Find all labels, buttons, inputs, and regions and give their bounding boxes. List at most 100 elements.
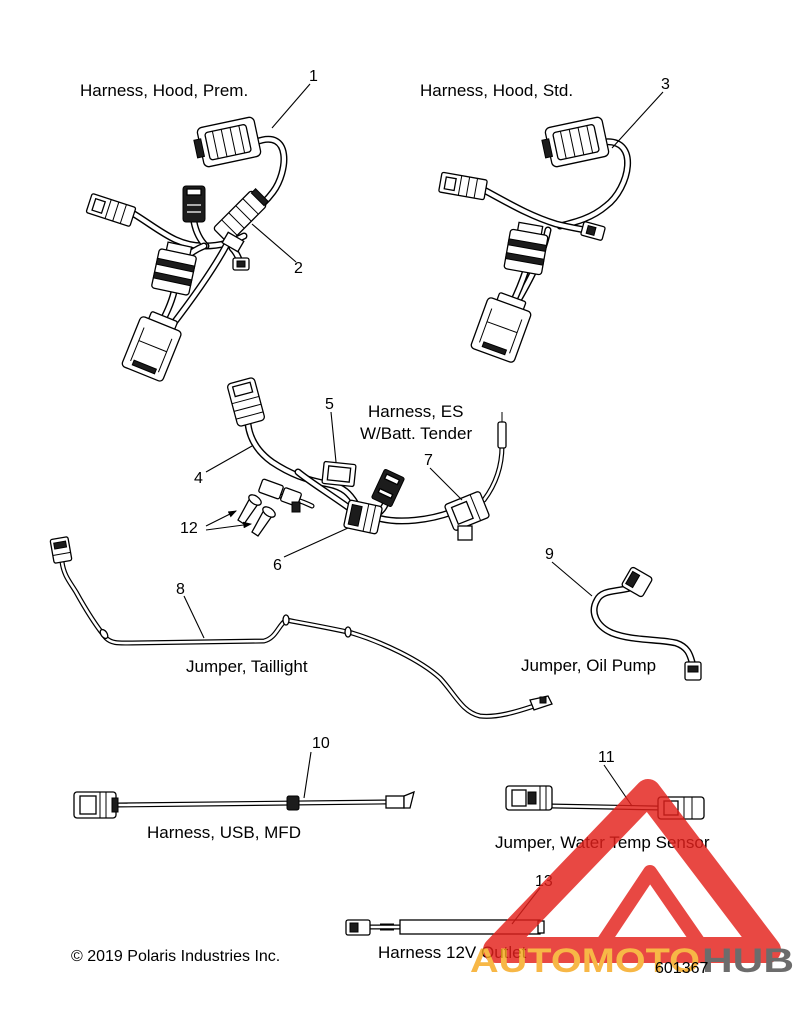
connector-seal xyxy=(481,341,508,356)
watermark-text-hub: HUB xyxy=(702,942,794,980)
connector-12v xyxy=(345,919,371,936)
connector-usb-right xyxy=(385,790,415,809)
connector-oil-pump-top xyxy=(621,566,653,598)
callout-5: 5 xyxy=(325,396,334,413)
wire-core xyxy=(592,585,695,665)
connector-band xyxy=(152,271,193,287)
connector-ribs xyxy=(457,175,479,199)
connector-oil-pump-bottom xyxy=(684,661,702,681)
connector-body xyxy=(151,248,197,296)
connector-taillight-end xyxy=(49,536,73,564)
connector-latch xyxy=(91,197,107,215)
connector-ribs xyxy=(211,125,246,159)
bolt-head xyxy=(248,494,262,506)
connector-tip xyxy=(403,790,415,809)
connector-body xyxy=(258,478,284,500)
copyright-notice: © 2019 Polaris Industries Inc. xyxy=(71,948,280,965)
connector-ribs xyxy=(104,199,127,224)
connector-detail xyxy=(130,327,173,373)
connector-item-2 xyxy=(213,188,269,244)
bolts-item-12 xyxy=(237,494,276,537)
watermark-triangle-inner xyxy=(592,865,710,954)
callout-8: 8 xyxy=(176,581,185,598)
harness-hood-std-drawing xyxy=(438,116,632,363)
automotohub-watermark: AUTOMOTO HUB xyxy=(470,779,794,980)
splice xyxy=(282,614,290,626)
connector-ribs xyxy=(231,395,264,420)
label-jumper-oil-pump: Jumper, Oil Pump xyxy=(521,656,656,675)
connector-hood-std-bottom xyxy=(470,292,532,363)
wire-core xyxy=(60,560,536,718)
connector-hood-std-left xyxy=(438,171,488,201)
connector-ribs xyxy=(99,792,107,818)
connector-latch xyxy=(193,138,206,159)
connector-item-7 xyxy=(444,491,490,531)
connector-detail xyxy=(478,308,523,354)
jumper-taillight-drawing xyxy=(49,536,553,719)
wire xyxy=(590,584,696,666)
label-batt-tender: W/Batt. Tender xyxy=(360,424,472,443)
connector-insert xyxy=(625,570,641,589)
fuse-holder-tab xyxy=(457,525,473,541)
grommet xyxy=(286,795,300,811)
figure-number: 601367 xyxy=(655,960,708,977)
connector-ribs xyxy=(362,503,377,533)
connector-water-temp-left xyxy=(505,785,553,811)
wire-core xyxy=(167,243,229,331)
leader-2 xyxy=(251,223,297,263)
connector-face xyxy=(79,795,97,815)
connector-insert xyxy=(349,922,359,933)
label-harness-hood-std: Harness, Hood, Std. xyxy=(420,81,573,100)
label-harness-usb-mfd: Harness, USB, MFD xyxy=(147,823,301,842)
connector-hood-prem-main xyxy=(193,116,262,168)
connector-insert xyxy=(236,260,246,268)
callout-9: 9 xyxy=(545,546,554,563)
connector-face xyxy=(450,500,474,526)
connector-top xyxy=(186,188,202,196)
connector-clip xyxy=(383,473,401,486)
connector-band xyxy=(504,252,545,266)
connector-insert xyxy=(347,503,363,527)
connector-small-right xyxy=(232,257,250,271)
connector-latch xyxy=(541,138,554,159)
connector-cap xyxy=(250,188,269,207)
connector-insert xyxy=(527,791,537,805)
connector-ribs xyxy=(539,786,547,810)
connector-band xyxy=(155,257,196,273)
connector-seal xyxy=(131,359,158,375)
connector-taillight-far xyxy=(529,695,553,711)
connector-es-black xyxy=(371,469,405,507)
leader-12a xyxy=(205,510,237,527)
connector-body xyxy=(385,795,405,809)
splice xyxy=(344,626,352,638)
connector-insert xyxy=(53,540,68,550)
connector-hood-prem-bottom xyxy=(121,311,182,382)
connector-es-left-pair xyxy=(258,478,302,513)
wire xyxy=(59,559,537,719)
connector-body xyxy=(621,566,653,598)
connector-face xyxy=(511,789,527,807)
connector-hood-std-mid xyxy=(503,221,549,276)
leader-8 xyxy=(183,595,205,639)
connector-clip xyxy=(377,487,394,500)
leader-9 xyxy=(551,561,593,597)
callout-2: 2 xyxy=(294,260,303,277)
leader-4 xyxy=(205,445,253,473)
connector-body xyxy=(503,228,549,276)
wire-core xyxy=(375,509,455,523)
wire-core xyxy=(116,800,388,807)
connector-insert xyxy=(585,224,597,236)
connector-hood-std-small xyxy=(580,221,606,241)
bolt-head xyxy=(262,506,276,518)
connector-item-6 xyxy=(343,499,383,535)
leader-12b xyxy=(205,521,253,531)
label-jumper-taillight: Jumper, Taillight xyxy=(186,657,308,676)
leader-1 xyxy=(271,83,311,129)
connector-hood-prem-mid xyxy=(151,241,197,296)
leader-7 xyxy=(429,467,463,501)
label-harness-hood-prem: Harness, Hood, Prem. xyxy=(80,81,248,100)
callout-12: 12 xyxy=(180,520,198,537)
connector-terminal xyxy=(539,696,547,704)
jumper-oil-pump-drawing xyxy=(590,566,702,681)
callout-11: 11 xyxy=(598,749,615,766)
